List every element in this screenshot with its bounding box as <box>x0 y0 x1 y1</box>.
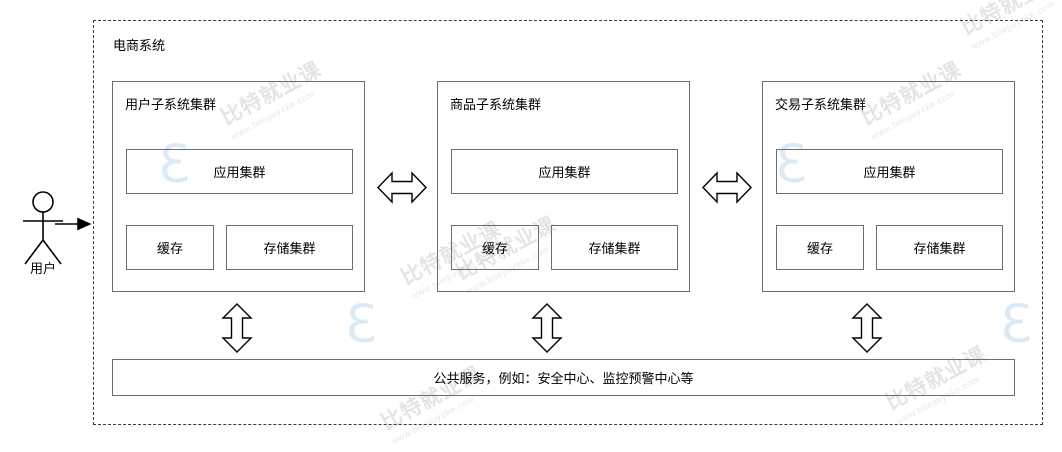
cluster-product-subsystem[interactable]: 商品子系统集群 应用集群 缓存 存储集群 <box>437 81 690 292</box>
storage-cluster-box[interactable]: 存储集群 <box>876 225 1003 270</box>
bidirectional-arrow-horizontal-icon <box>702 171 752 204</box>
cluster-title: 交易子系统集群 <box>775 97 867 112</box>
bidirectional-arrow-horizontal-icon <box>377 171 427 204</box>
system-title: 电商系统 <box>113 38 166 53</box>
cluster-title: 用户子系统集群 <box>125 97 217 112</box>
app-cluster-box[interactable]: 应用集群 <box>126 149 353 194</box>
actor-to-system-arrow-icon <box>55 217 92 231</box>
cluster-user-subsystem[interactable]: 用户子系统集群 应用集群 缓存 存储集群 <box>112 81 365 292</box>
cluster-transaction-subsystem[interactable]: 交易子系统集群 应用集群 缓存 存储集群 <box>762 81 1015 292</box>
cache-box[interactable]: 缓存 <box>126 225 214 270</box>
public-service-bar[interactable]: 公共服务，例如：安全中心、监控预警中心等 <box>112 359 1015 396</box>
system-boundary <box>93 20 1043 425</box>
cluster-title: 商品子系统集群 <box>450 97 542 112</box>
bidirectional-arrow-vertical-icon <box>531 303 563 353</box>
app-cluster-box[interactable]: 应用集群 <box>776 149 1003 194</box>
storage-cluster-box[interactable]: 存储集群 <box>226 225 353 270</box>
actor-user-icon <box>23 191 63 265</box>
storage-cluster-box[interactable]: 存储集群 <box>551 225 678 270</box>
cache-box[interactable]: 缓存 <box>776 225 864 270</box>
bidirectional-arrow-vertical-icon <box>851 303 883 353</box>
app-cluster-box[interactable]: 应用集群 <box>451 149 678 194</box>
cache-box[interactable]: 缓存 <box>451 225 539 270</box>
actor-label: 用户 <box>29 261 56 276</box>
bidirectional-arrow-vertical-icon <box>221 303 253 353</box>
